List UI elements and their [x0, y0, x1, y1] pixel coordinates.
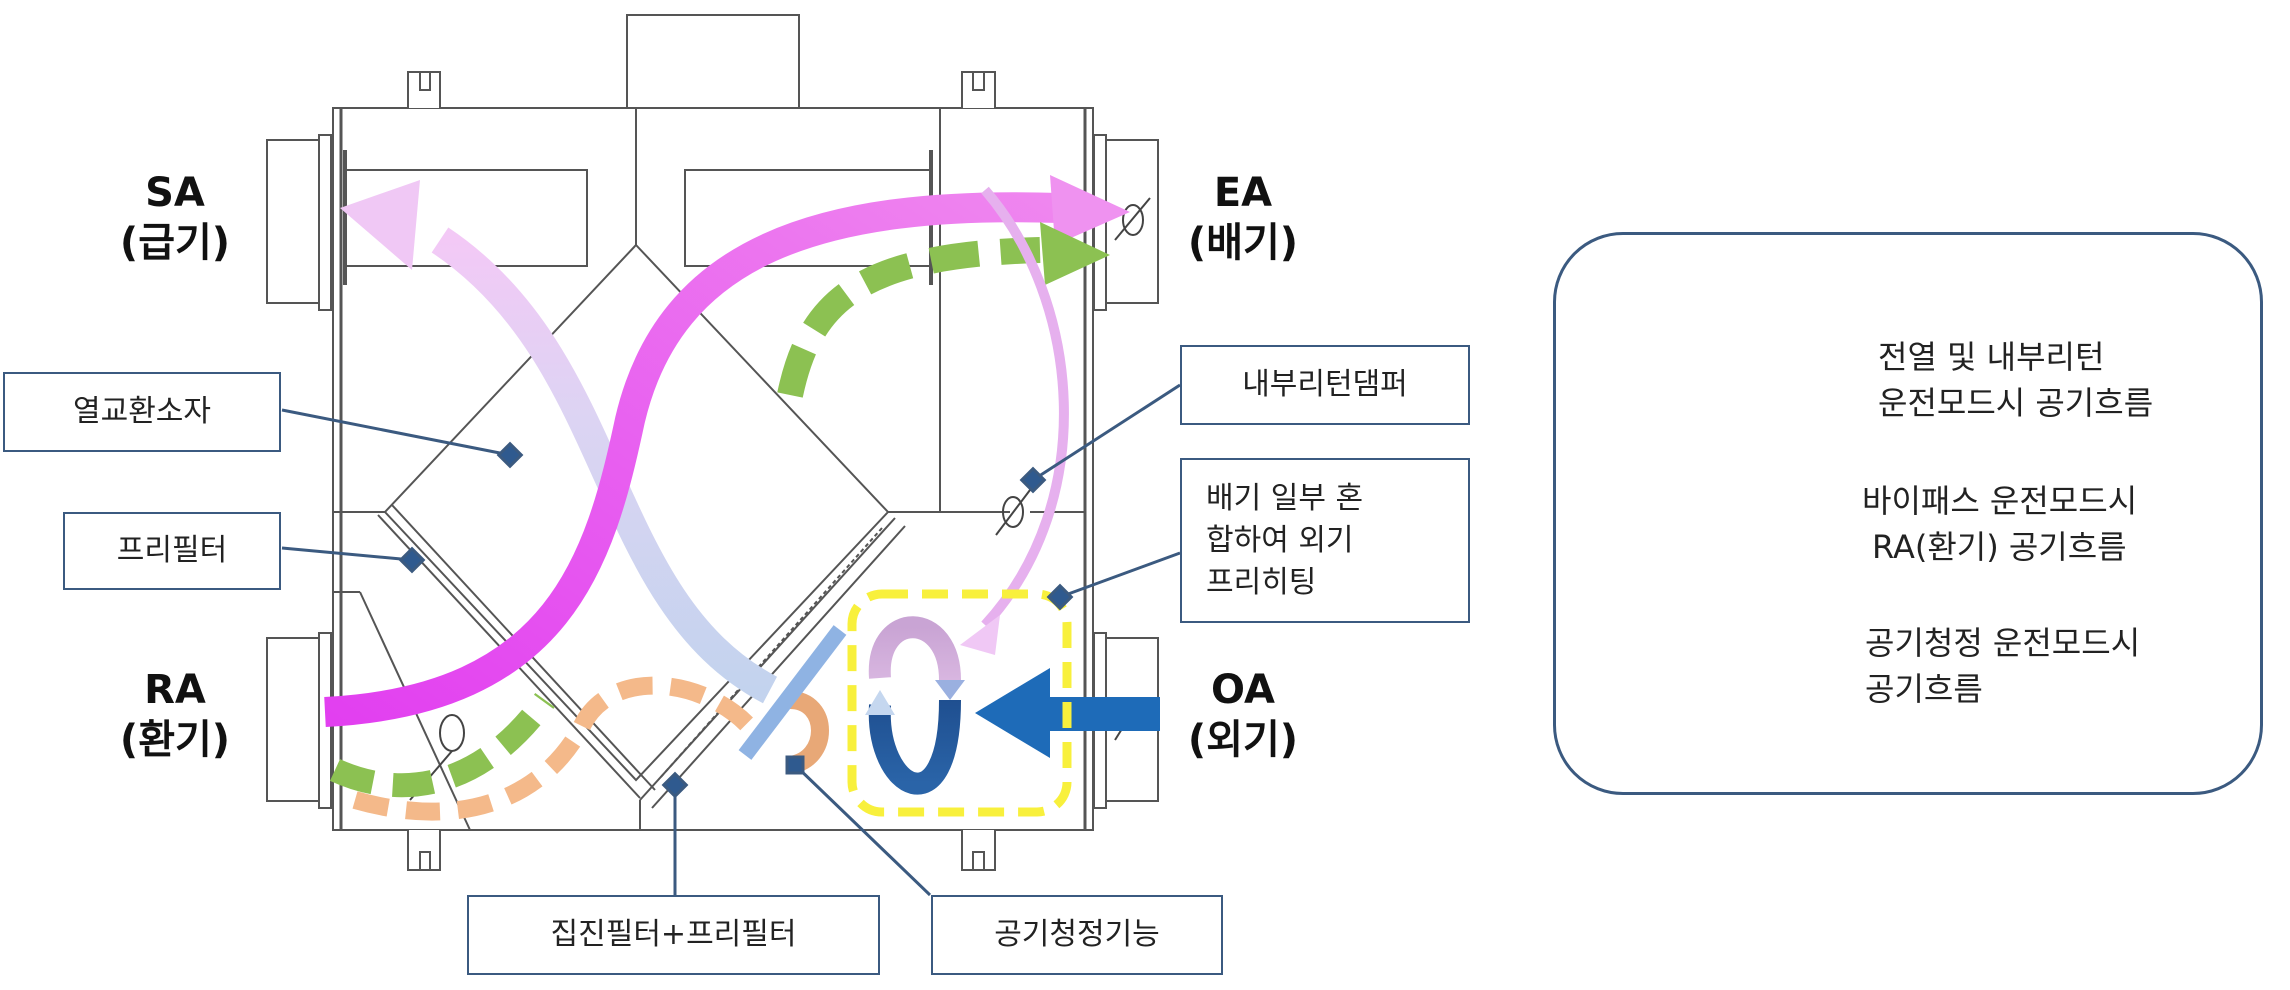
port-ea-label: EA (배기) [1163, 168, 1323, 268]
port-ea-code: EA [1213, 170, 1273, 216]
hanger-brackets [407, 71, 996, 871]
legend-item-1-line-1: 전열 및 내부리턴 [1878, 338, 2105, 376]
callout-air-purification: 공기청정기능 [931, 895, 1223, 975]
internal-return-damper-icon [995, 489, 1031, 536]
damper-marker [1019, 466, 1047, 494]
callout-preheating-line-1: 배기 일부 혼 [1206, 480, 1364, 516]
callout-preheating-line-2: 합하여 외기 [1206, 522, 1354, 558]
ea-arrow-head [1050, 175, 1130, 245]
port-oa-label: OA (외기) [1163, 665, 1323, 765]
legend-item-1-text: 전열 및 내부리턴 운전모드시 공기흐름 [1878, 334, 2153, 426]
legend-item-3-line-1: 공기청정 운전모드시 [1865, 624, 2141, 662]
bracket-top-right [961, 71, 996, 108]
port-oa-code: OA [1211, 667, 1275, 713]
ea-damper-icon [1114, 197, 1151, 241]
unit-housing [332, 14, 1094, 831]
preheating-loop [865, 616, 965, 795]
legend-item-2-line-1: 바이패스 운전모드시 [1862, 482, 2138, 520]
callout-leaders [281, 383, 1181, 897]
preheating-zone [847, 589, 1072, 817]
callout-internal-return-damper-text: 내부리턴댐퍼 [1242, 367, 1408, 402]
legend-item-2-line-2: RA(환기) 공기흐름 [1872, 528, 2127, 566]
internal-return-flow [960, 186, 1069, 655]
filter-flow-blue [738, 625, 847, 760]
pre-filter-marker [398, 546, 426, 574]
port-sa-label: SA (급기) [95, 168, 255, 268]
callout-heat-exchanger-text: 열교환소자 [73, 394, 211, 429]
legend-item-2-text: 바이패스 운전모드시 RA(환기) 공기흐름 [1862, 478, 2137, 570]
callout-air-purification-text: 공기청정기능 [994, 917, 1160, 952]
callout-preheating: 배기 일부 혼 합하여 외기 프리히팅 [1180, 458, 1470, 623]
callout-heat-exchanger: 열교환소자 [3, 372, 281, 452]
dust-filter-marker [661, 771, 689, 799]
sa-flange [266, 139, 320, 304]
legend-item-3-line-2: 공기흐름 [1865, 670, 1983, 708]
oa-intake-flow [975, 668, 1160, 758]
sa-arrow-head [340, 180, 420, 270]
port-sa-name: (급기) [119, 220, 231, 266]
heat-exchanger-marker [496, 441, 524, 469]
unit-body [332, 107, 1094, 831]
port-ra-name: (환기) [119, 717, 231, 763]
port-ea-name: (배기) [1187, 220, 1299, 266]
callout-preheating-line-3: 프리히팅 [1206, 564, 1317, 600]
top-box [626, 14, 800, 109]
bypass-flow-green [329, 222, 1110, 798]
callout-pre-filter-text: 프리필터 [116, 533, 228, 568]
callout-internal-return-damper: 내부리턴댐퍼 [1180, 345, 1470, 425]
legend-item-3-text: 공기청정 운전모드시 공기흐름 [1865, 620, 2140, 712]
heat-exchanger-core [383, 243, 890, 782]
legend-item-1-line-2: 운전모드시 공기흐름 [1878, 384, 2154, 422]
callout-dust-filter: 집진필터+프리필터 [467, 895, 880, 975]
bracket-bottom-right [961, 830, 996, 871]
ea-flange [1105, 139, 1159, 304]
port-oa-name: (외기) [1187, 717, 1299, 763]
bracket-bottom-left [407, 830, 441, 871]
ra-flange [266, 637, 320, 802]
port-ra-code: RA [144, 667, 206, 713]
legend-box [1553, 232, 2263, 795]
preheating-marker [1046, 583, 1074, 611]
callout-pre-filter: 프리필터 [63, 512, 281, 590]
bracket-top-left [407, 71, 441, 108]
callout-dust-filter-text: 집진필터+프리필터 [550, 917, 797, 952]
port-ra-label: RA (환기) [95, 665, 255, 765]
ra-to-ea-flow [324, 175, 1130, 727]
port-sa-code: SA [145, 170, 205, 216]
purification-marker [785, 755, 805, 775]
